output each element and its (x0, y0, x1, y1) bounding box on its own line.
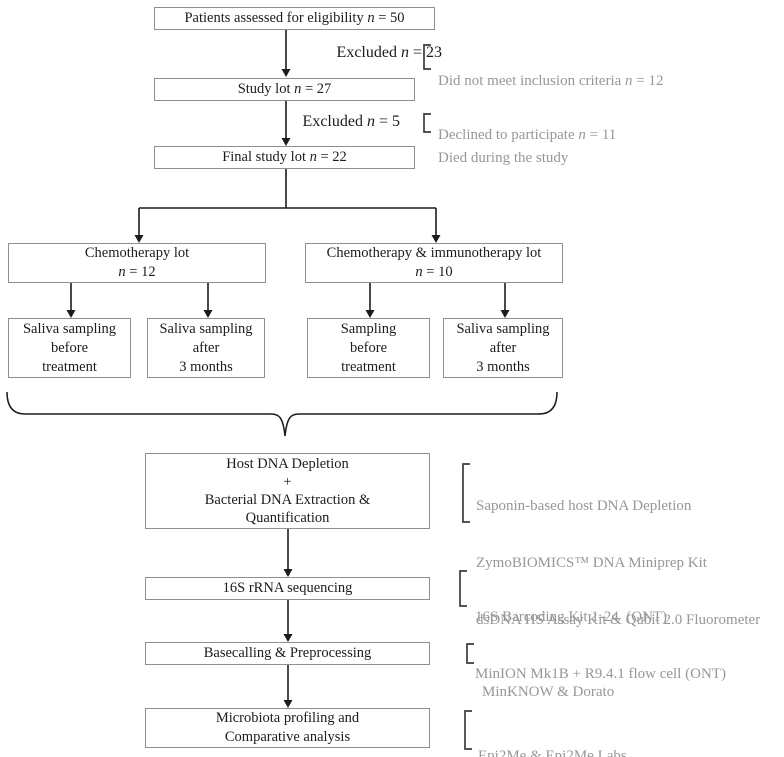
arrow-down (283, 665, 293, 708)
excluded-label-1: Excluded n = 23 (336, 44, 442, 61)
exclusion-reason: Did not meet inclusion criteria n = 12 (438, 73, 664, 89)
arrow-down (283, 529, 293, 577)
bracket-icon (459, 570, 467, 607)
bracket-icon (423, 44, 431, 70)
excluded-label-2: Excluded n = 5 (302, 113, 400, 130)
arrow-down (281, 30, 291, 77)
excluded-reasons-1: Did not meet inclusion criteria n = 12 D… (438, 36, 664, 180)
bracket-icon (466, 643, 474, 664)
box-eligibility: Patients assessed for eligibility n = 50 (154, 7, 435, 30)
arrow-down (365, 283, 375, 318)
notes-sequencing: 16S Barcoding Kit 1-24 (ONT) MinION Mk1B… (475, 609, 726, 682)
box-chemotherapy-lot: Chemotherapy lot n = 12 (8, 243, 266, 283)
arm-title: Chemotherapy lot (84, 245, 190, 261)
box-final-study-lot: Final study lot n = 22 (154, 146, 415, 169)
box-microbiota-profiling: Microbiota profiling and Comparative ana… (145, 708, 430, 748)
arm-n: n = 10 (415, 264, 453, 280)
notes-basecalling: MinKNOW & Dorato (482, 684, 615, 700)
arrow-down (281, 101, 291, 146)
bracket-icon (423, 113, 431, 133)
box-eligibility-text: Patients assessed for eligibility n = 50 (184, 10, 405, 26)
exclusion-reason: Declined to participate n = 11 (438, 127, 617, 143)
box-sampling-before-chemo: Saliva sampling before treatment (8, 318, 131, 378)
notes-host-dna: Saponin-based host DNA Depletion ZymoBIO… (476, 498, 761, 628)
curly-brace-icon (6, 391, 558, 437)
box-study-lot-text: Study lot n = 27 (237, 81, 332, 97)
notes-profiling: Epi2Me & Epi2Me Labs One Codex (478, 748, 627, 757)
box-study-lot: Study lot n = 27 (154, 78, 415, 101)
bracket-icon (464, 710, 472, 750)
box-final-study-lot-text: Final study lot n = 22 (222, 149, 347, 165)
box-sampling-after-chemo: Saliva sampling after 3 months (147, 318, 265, 378)
arrow-down (500, 283, 510, 318)
box-host-dna-depletion: Host DNA Depletion + Bacterial DNA Extra… (145, 453, 430, 529)
box-16s-sequencing: 16S rRNA sequencing (145, 577, 430, 600)
arm-title: Chemotherapy & immunotherapy lot (326, 245, 542, 261)
exclusion-reason: Died during the study (438, 150, 569, 166)
arm-n: n = 12 (118, 264, 156, 280)
box-sampling-before-immuno: Sampling before treatment (307, 318, 430, 378)
bracket-icon (462, 463, 470, 523)
box-basecalling: Basecalling & Preprocessing (145, 642, 430, 665)
box-sampling-after-immuno: Saliva sampling after 3 months (443, 318, 563, 378)
excluded-reason-2: Died during the study (438, 113, 568, 203)
box-chemo-immunotherapy-lot: Chemotherapy & immunotherapy lot n = 10 (305, 243, 563, 283)
arrow-down (66, 283, 76, 318)
arrow-down (283, 600, 293, 642)
arrow-down (203, 283, 213, 318)
branch-connector (134, 169, 441, 243)
